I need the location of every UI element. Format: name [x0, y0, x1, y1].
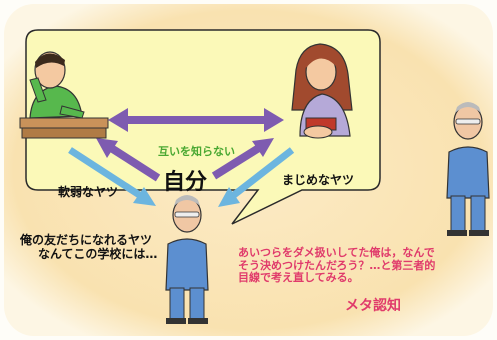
right-to-self-arrow	[218, 147, 295, 207]
observer-illustration	[446, 102, 490, 236]
mutual-label: 互いを知らない	[158, 145, 235, 158]
self-to-right-arrow	[211, 138, 274, 180]
meta-line-1: あいつらをダメ扱いしてた俺は，なんで	[238, 246, 435, 259]
meta-text: あいつらをダメ扱いしてた俺は，なんで そう決めつけたんだろう？…と第三者的 目線…	[238, 246, 436, 285]
left-person-label: 軟弱なヤツ	[58, 185, 119, 199]
meta-line-3: 目線で考え直してみる。	[238, 271, 359, 285]
thought-line-1: 俺の友だちになれるヤツ	[20, 233, 153, 247]
right-person-label: まじめなヤツ	[282, 173, 355, 187]
thought-line-2: なんてこの学校には…	[38, 246, 158, 261]
left-to-self-arrow	[68, 147, 156, 206]
self-illustration	[165, 195, 209, 324]
self-to-left-arrow	[96, 138, 161, 182]
left-student-illustration	[19, 51, 109, 139]
meta-cognition-label: メタ認知	[345, 298, 401, 314]
mutual-arrow	[108, 108, 284, 132]
meta-line-2: そう決めつけたんだろう？…と第三者的	[238, 258, 436, 272]
right-student-illustration	[291, 43, 353, 139]
thought-text: 俺の友だちになれるヤツ なんてこの学校には…	[20, 233, 158, 262]
self-label: 自分	[163, 170, 208, 195]
